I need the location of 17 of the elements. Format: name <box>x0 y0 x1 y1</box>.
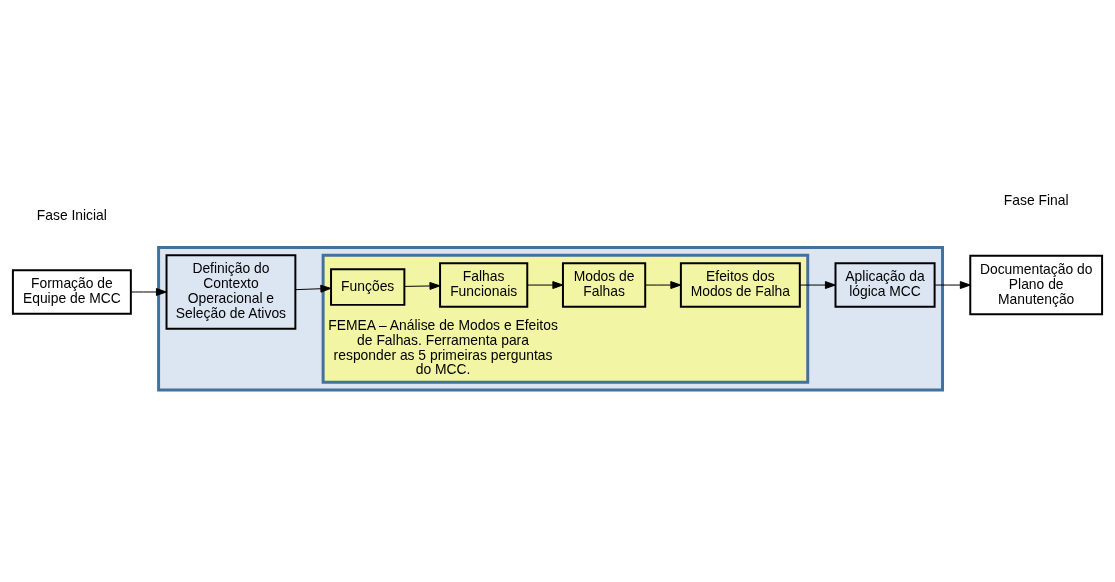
node-box: Formação de Equipe de MCC <box>11 269 132 315</box>
node-box: Efeitos dos Modos de Falha <box>679 262 801 308</box>
node-box: Funções <box>330 268 406 306</box>
node-box: Modos de Falhas <box>561 262 647 308</box>
arrow <box>130 288 167 296</box>
arrow <box>934 281 971 289</box>
node-box: Aplicação da lógica MCC <box>834 262 936 308</box>
arrow <box>644 281 682 289</box>
label: Fase Inicial <box>36 207 107 224</box>
arrow <box>403 282 441 290</box>
arrow <box>294 284 332 293</box>
node-box: Definição do Contexto Operacional e Seleção de Ativos <box>165 254 297 330</box>
arrow <box>799 281 836 289</box>
arrow <box>526 281 564 289</box>
label: Fase Final <box>1003 192 1069 209</box>
node-box: Falhas Funcionais <box>439 262 529 308</box>
node-box: Documentação do Plano de Manutenção <box>969 254 1104 316</box>
